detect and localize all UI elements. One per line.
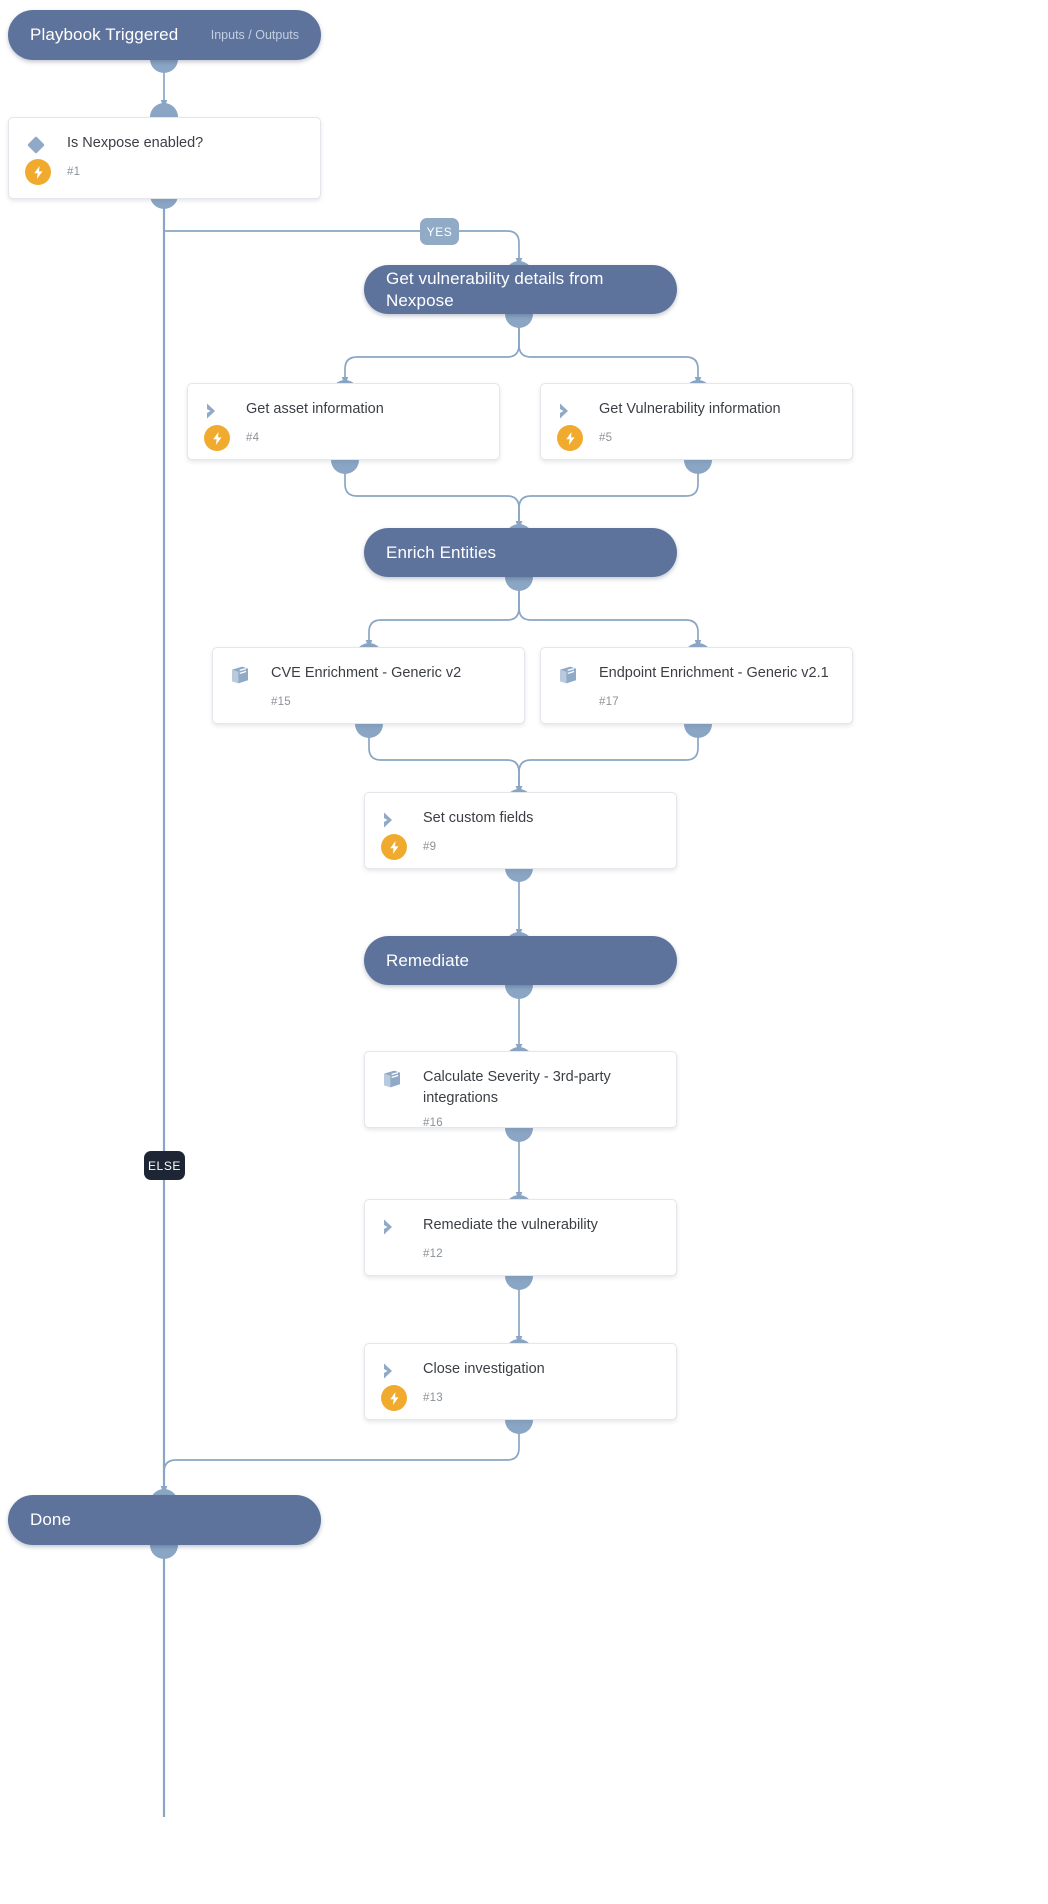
task-node-title: Calculate Severity - 3rd-party integrati… bbox=[423, 1069, 611, 1106]
condition-node-number: #1 bbox=[67, 166, 81, 178]
chevron-right-icon bbox=[204, 399, 230, 423]
start-node-label: Playbook Triggered bbox=[30, 25, 179, 45]
book-icon bbox=[381, 1067, 407, 1091]
card-header: Is Nexpose enabled? bbox=[9, 118, 320, 157]
condition-node-title: Is Nexpose enabled? bbox=[67, 135, 204, 151]
card-footer: #4 bbox=[188, 423, 499, 465]
bolt-placeholder bbox=[557, 689, 583, 715]
task-node-get-vulnerability-information[interactable]: Get Vulnerability information #5 bbox=[540, 383, 853, 460]
end-node-label: Done bbox=[30, 1510, 72, 1530]
card-footer: #17 bbox=[541, 687, 852, 729]
task-node-title: Remediate the vulnerability bbox=[423, 1217, 598, 1233]
task-node-number: #17 bbox=[599, 696, 619, 708]
card-header: Calculate Severity - 3rd-party integrati… bbox=[365, 1052, 676, 1108]
task-node-number: #15 bbox=[271, 696, 291, 708]
connector-knob bbox=[150, 1544, 178, 1559]
task-node-title: Get Vulnerability information bbox=[599, 401, 781, 417]
task-node-number: #16 bbox=[423, 1117, 443, 1130]
card-footer: #16 bbox=[365, 1108, 676, 1148]
task-node-remediate-the-vulnerability[interactable]: Remediate the vulnerability #12 bbox=[364, 1199, 677, 1276]
task-node-title: Set custom fields bbox=[423, 810, 534, 826]
chevron-right-icon bbox=[381, 1215, 407, 1239]
card-header: Get Vulnerability information bbox=[541, 384, 852, 423]
chevron-right-icon bbox=[557, 399, 583, 423]
task-node-close-investigation[interactable]: Close investigation #13 bbox=[364, 1343, 677, 1420]
section-node-label: Get vulnerability details from Nexpose bbox=[386, 269, 604, 310]
lightning-bolt-icon bbox=[204, 425, 230, 451]
card-header: Close investigation bbox=[365, 1344, 676, 1383]
task-node-set-custom-fields[interactable]: Set custom fields #9 bbox=[364, 792, 677, 869]
task-node-title: Endpoint Enrichment - Generic v2.1 bbox=[599, 665, 829, 681]
branch-label-else[interactable]: ELSE bbox=[144, 1151, 185, 1180]
branch-label-yes[interactable]: YES bbox=[420, 218, 459, 245]
task-node-number: #12 bbox=[423, 1248, 443, 1260]
book-icon bbox=[557, 663, 583, 687]
start-node-sublabel: Inputs / Outputs bbox=[210, 28, 299, 42]
task-node-get-asset-information[interactable]: Get asset information #4 bbox=[187, 383, 500, 460]
book-icon bbox=[229, 663, 255, 687]
chevron-right-icon bbox=[381, 1359, 407, 1383]
end-node[interactable]: Done bbox=[8, 1495, 321, 1545]
connector-knob bbox=[505, 313, 533, 328]
task-node-calculate-severity[interactable]: Calculate Severity - 3rd-party integrati… bbox=[364, 1051, 677, 1129]
card-footer: #9 bbox=[365, 832, 676, 874]
card-header: Remediate the vulnerability bbox=[365, 1200, 676, 1239]
start-node[interactable]: Playbook Triggered Inputs / Outputs bbox=[8, 10, 321, 60]
lightning-bolt-icon bbox=[25, 159, 51, 185]
task-node-title: Close investigation bbox=[423, 1361, 545, 1377]
card-footer: #15 bbox=[213, 687, 524, 729]
bolt-placeholder bbox=[381, 1114, 407, 1132]
branch-label-yes-text: YES bbox=[426, 224, 453, 239]
card-footer: #13 bbox=[365, 1383, 676, 1425]
task-node-title: CVE Enrichment - Generic v2 bbox=[271, 665, 462, 681]
connector-knob bbox=[150, 103, 178, 118]
bolt-placeholder bbox=[229, 689, 255, 715]
lightning-bolt-icon bbox=[557, 425, 583, 451]
card-header: CVE Enrichment - Generic v2 bbox=[213, 648, 524, 687]
chevron-right-icon bbox=[381, 808, 407, 832]
card-footer: #5 bbox=[541, 423, 852, 465]
lightning-bolt-icon bbox=[381, 834, 407, 860]
card-footer: #12 bbox=[365, 1239, 676, 1281]
task-node-endpoint-enrichment[interactable]: Endpoint Enrichment - Generic v2.1 #17 bbox=[540, 647, 853, 724]
diamond-icon bbox=[25, 133, 51, 157]
connector-knob bbox=[150, 58, 178, 73]
task-node-number: #4 bbox=[246, 432, 260, 444]
lightning-bolt-icon bbox=[381, 1385, 407, 1411]
section-node-label: Enrich Entities bbox=[386, 542, 497, 562]
section-node-enrich-entities[interactable]: Enrich Entities bbox=[364, 528, 677, 577]
condition-node-is-nexpose-enabled[interactable]: Is Nexpose enabled? #1 bbox=[8, 117, 321, 199]
section-node-get-vulnerability-details[interactable]: Get vulnerability details from Nexpose bbox=[364, 265, 677, 314]
card-header: Endpoint Enrichment - Generic v2.1 bbox=[541, 648, 852, 687]
task-node-cve-enrichment[interactable]: CVE Enrichment - Generic v2 #15 bbox=[212, 647, 525, 724]
section-node-label: Remediate bbox=[386, 950, 470, 970]
card-header: Get asset information bbox=[188, 384, 499, 423]
task-node-number: #9 bbox=[423, 841, 437, 853]
task-node-number: #13 bbox=[423, 1392, 443, 1404]
card-footer: #1 bbox=[9, 157, 320, 199]
section-node-remediate[interactable]: Remediate bbox=[364, 936, 677, 985]
connector-knob bbox=[505, 576, 533, 591]
card-header: Set custom fields bbox=[365, 793, 676, 832]
connector-knob bbox=[505, 984, 533, 999]
branch-label-else-text: ELSE bbox=[147, 1158, 182, 1173]
task-node-title: Get asset information bbox=[246, 401, 384, 417]
task-node-number: #5 bbox=[599, 432, 613, 444]
bolt-placeholder bbox=[381, 1241, 407, 1267]
